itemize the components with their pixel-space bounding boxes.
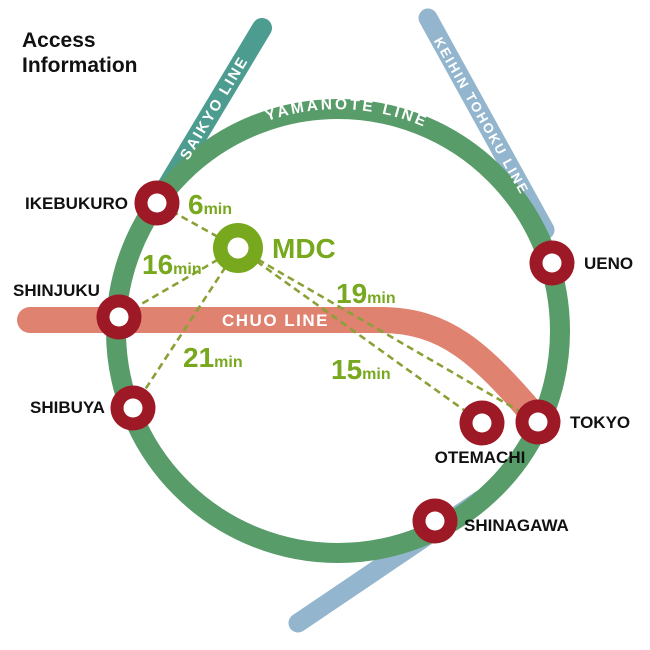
travel-time-shibuya: 21min: [183, 342, 243, 373]
chuo-line: [17, 307, 550, 432]
travel-time-unit: min: [173, 261, 201, 278]
mdc-hole: [227, 237, 249, 259]
station-marker-shinagawa: [412, 498, 458, 544]
travel-time-unit: min: [214, 354, 242, 371]
station-markers: [96, 180, 575, 544]
travel-time-otemachi: 15min: [331, 354, 391, 385]
station-marker-otemachi: [459, 400, 505, 446]
travel-time-value: 15: [331, 354, 362, 385]
travel-time-value: 6: [188, 189, 204, 220]
travel-time-unit: min: [362, 366, 390, 383]
travel-time-value: 16: [142, 249, 173, 280]
station-hole: [123, 398, 143, 418]
station-label-ueno: UENO: [584, 254, 633, 273]
station-hole: [147, 193, 167, 213]
station-marker-ikebukuro: [134, 180, 180, 226]
travel-time-unit: min: [367, 290, 395, 307]
station-marker-shinjuku: [96, 294, 142, 340]
station-label-ikebukuro: IKEBUKURO: [25, 194, 128, 213]
mdc-label: MDC: [272, 233, 336, 264]
page-title-line1: Access: [22, 29, 96, 52]
station-label-shinagawa: SHINAGAWA: [464, 516, 569, 535]
station-marker-tokyo: [515, 399, 561, 445]
station-hole: [472, 413, 492, 433]
station-marker-ueno: [529, 240, 575, 286]
station-label-otemachi: OTEMACHI: [435, 448, 526, 467]
travel-time-tokyo: 19min: [336, 278, 396, 309]
travel-time-value: 21: [183, 342, 214, 373]
travel-time-shinjuku: 16min: [142, 249, 202, 280]
station-hole: [109, 307, 129, 327]
route-mdc-tokyo: [237, 246, 539, 424]
station-label-shinjuku: SHINJUKU: [13, 281, 100, 300]
route-mdc-otemachi: [237, 246, 483, 425]
station-marker-shibuya: [110, 385, 156, 431]
route-mdc-shibuya: [131, 247, 240, 409]
travel-time-ikebukuro: 6min: [188, 189, 232, 220]
station-hole: [425, 511, 445, 531]
station-hole: [542, 253, 562, 273]
station-label-tokyo: TOKYO: [570, 413, 630, 432]
travel-time-unit: min: [204, 201, 232, 218]
travel-time-value: 19: [336, 278, 367, 309]
station-label-shibuya: SHIBUYA: [30, 398, 105, 417]
page-title-line2: Information: [22, 54, 138, 77]
chuo-line-label: CHUO LINE: [222, 311, 329, 330]
station-hole: [528, 412, 548, 432]
mdc-marker: [213, 223, 263, 273]
